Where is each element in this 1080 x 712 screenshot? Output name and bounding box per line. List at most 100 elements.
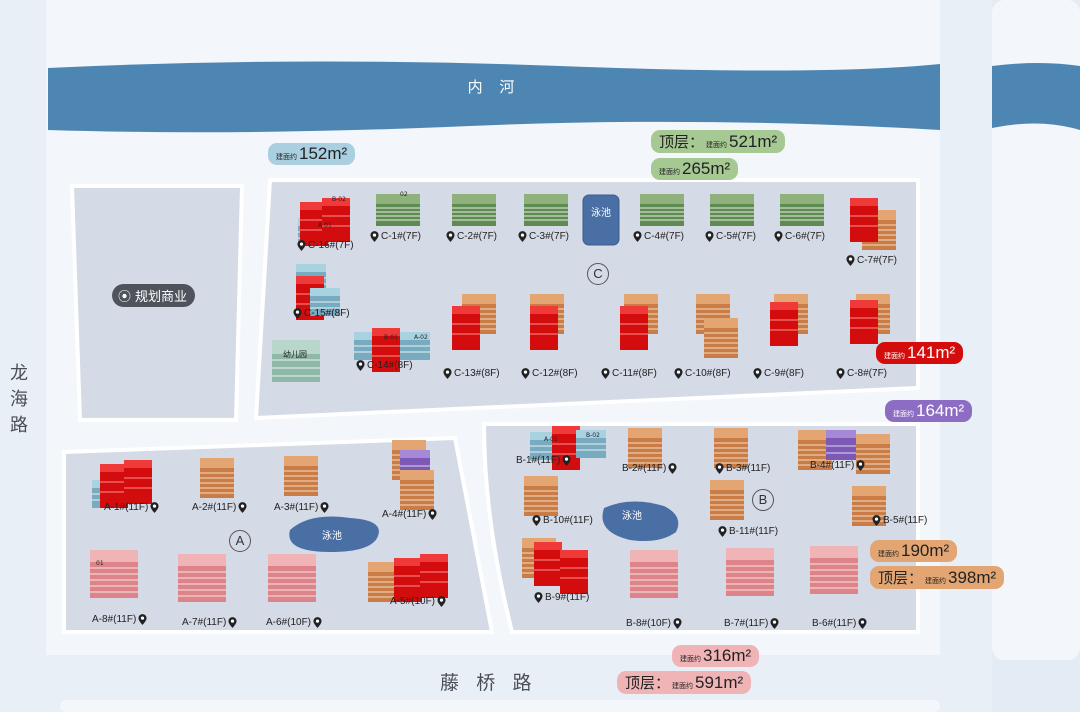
building-label-c12[interactable]: C-12#(8F) [521, 368, 578, 379]
pool-label-c: 泳池 [591, 208, 611, 219]
building-label-b6[interactable]: B-6#(11F) [812, 618, 867, 629]
building-label-c5[interactable]: C-5#(7F) [705, 231, 756, 242]
map-pin-icon [715, 463, 724, 474]
building-label-b2[interactable]: B-2#(11F) [622, 463, 677, 474]
building-label-c2[interactable]: C-2#(7F) [446, 231, 497, 242]
area-bubble-note: 建面约 [680, 656, 701, 663]
map-pin-icon [443, 368, 452, 379]
building-label-text: C-3#(7F) [529, 231, 570, 242]
building-label-b8[interactable]: B-8#(10F) [626, 618, 682, 629]
map-pin-icon [518, 231, 527, 242]
map-pin-icon [297, 240, 306, 251]
map-pin-icon [846, 255, 855, 266]
map-pin-icon [228, 617, 237, 628]
building-label-c4[interactable]: C-4#(7F) [633, 231, 684, 242]
building-label-a2[interactable]: A-2#(11F) [192, 502, 247, 513]
building-label-text: B-11#(11F) [729, 526, 779, 537]
building-label-text: A-2#(11F) [192, 502, 237, 513]
map-pin-icon [532, 515, 541, 526]
building-label-b7[interactable]: B-7#(11F) [724, 618, 779, 629]
area-bubble-note: 建面约 [672, 683, 694, 690]
map-pin-icon [562, 455, 571, 466]
unit-label: 01 [96, 560, 104, 567]
building-label-a5[interactable]: A-5#(10F) [390, 596, 446, 607]
building-label-c8[interactable]: C-8#(7F) [836, 368, 887, 379]
building-label-text: C-1#(7F) [381, 231, 422, 242]
building-label-c14[interactable]: C-14#(8F) [356, 360, 413, 371]
building-label-a4[interactable]: A-4#(11F) [382, 509, 437, 520]
area-bubble-value: 591m² [695, 673, 744, 692]
building-label-text: A-1#(11F) [104, 502, 149, 513]
map-pin-icon [753, 368, 762, 379]
building-label-b3[interactable]: B-3#(11F) [715, 463, 770, 474]
building-label-c16[interactable]: C-16#(7F) [297, 240, 354, 251]
building-label-text: C-15#(8F) [304, 308, 350, 319]
building-label-text: C-6#(7F) [785, 231, 826, 242]
building-label-b5[interactable]: B-5#(11F) [872, 515, 927, 526]
building-label-text: A-5#(10F) [390, 596, 436, 607]
building-label-b11[interactable]: B-11#(11F) [718, 526, 778, 537]
building-label-c3[interactable]: C-3#(7F) [518, 231, 569, 242]
unit-label: A-01 [544, 436, 558, 443]
unit-label: 02 [400, 191, 408, 198]
building-label-text: B-8#(10F) [626, 618, 672, 629]
map-pin-icon [138, 614, 147, 625]
building-label-a7[interactable]: A-7#(11F) [182, 617, 237, 628]
map-pin-icon [320, 502, 329, 513]
building-label-a8[interactable]: A-8#(11F) [92, 614, 147, 625]
kindergarten-label: 幼儿园 [283, 350, 307, 359]
building-label-b1[interactable]: B-1#(11F) [516, 455, 571, 466]
building-label-a1[interactable]: A-1#(11F) [104, 502, 159, 513]
building-label-b4[interactable]: B-4#(11F) [810, 460, 865, 471]
building-label-a3[interactable]: A-3#(11F) [274, 502, 329, 513]
area-bubble-note: 建面约 [884, 353, 905, 360]
area-bubble-value: 398m² [948, 568, 997, 587]
area-bubble-prefix: 顶层： [878, 570, 924, 587]
building-label-c15[interactable]: C-15#(8F) [293, 308, 350, 319]
building-label-c13[interactable]: C-13#(8F) [443, 368, 500, 379]
map-pin-icon [705, 231, 714, 242]
building-label-text: B-1#(11F) [516, 455, 561, 466]
building-label-text: C-14#(8F) [367, 360, 413, 371]
building-label-c11[interactable]: C-11#(8F) [601, 368, 657, 379]
map-pin-icon [856, 460, 865, 471]
map-pin-icon [437, 596, 446, 607]
building-label-text: B-6#(11F) [812, 618, 857, 629]
building-label-c6[interactable]: C-6#(7F) [774, 231, 825, 242]
pool-label-b: 泳池 [622, 511, 642, 522]
zone-marker-a[interactable]: A [229, 530, 251, 552]
building-label-c1[interactable]: C-1#(7F) [370, 231, 421, 242]
building-label-text: C-13#(8F) [454, 368, 500, 379]
building-label-text: C-2#(7F) [457, 231, 498, 242]
area-bubble-value: 521m² [729, 132, 778, 151]
area-bubble-note: 建面约 [878, 551, 899, 558]
zone-marker-b[interactable]: B [752, 489, 774, 511]
building-label-text: A-3#(11F) [274, 502, 319, 513]
unit-label: B-01 [384, 334, 398, 341]
building-label-b9[interactable]: B-9#(11F) [534, 592, 589, 603]
building-label-text: A-6#(10F) [266, 617, 312, 628]
building-label-text: A-4#(11F) [382, 509, 427, 520]
building-label-a6[interactable]: A-6#(10F) [266, 617, 322, 628]
map-pin-icon [238, 502, 247, 513]
map-pin-icon [770, 618, 779, 629]
building-label-b10[interactable]: B-10#(11F) [532, 515, 593, 526]
river-label: 内 河 [467, 78, 521, 96]
commercial-area-label[interactable]: ⦿ 规划商业 [112, 284, 196, 307]
map-pin-icon [356, 360, 365, 371]
zone-marker-c[interactable]: C [587, 263, 609, 285]
building-label-c10[interactable]: C-10#(8F) [674, 368, 731, 379]
building-label-text: C-16#(7F) [308, 240, 354, 251]
building-label-c7[interactable]: C-7#(7F) [846, 255, 897, 266]
map-pin-icon [674, 368, 683, 379]
building-label-c9[interactable]: C-9#(8F) [753, 368, 804, 379]
